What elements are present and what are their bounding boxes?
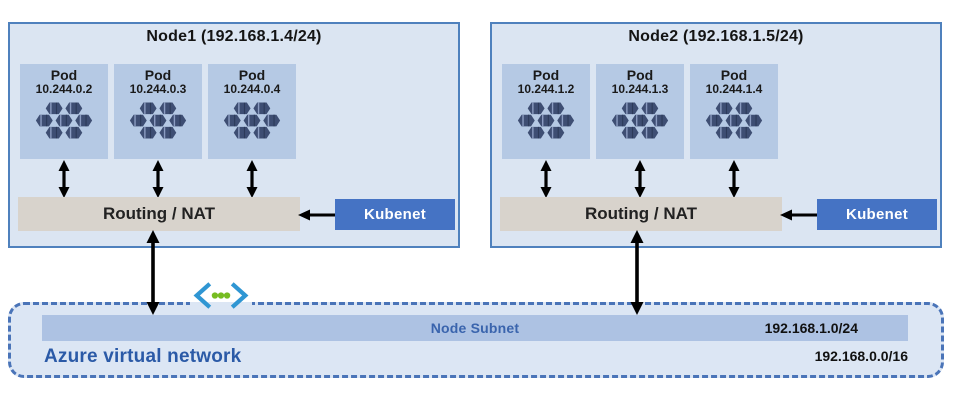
- pod-label: Pod: [144, 67, 172, 83]
- virtual-network-icon: [190, 280, 252, 311]
- pod-hexagon-cluster-icon: [34, 98, 94, 143]
- pod-box: Pod 10.244.1.4: [690, 64, 778, 159]
- azure-vnet-cidr: 192.168.0.0/16: [814, 348, 908, 364]
- node1-box: Node1 (192.168.1.4/24) Pod 10.244.0.2 Po…: [8, 22, 460, 248]
- pod-hexagon-cluster-icon: [704, 98, 764, 143]
- routing-nat-bar: Routing / NAT: [500, 197, 782, 231]
- pod-box: Pod 10.244.0.2: [20, 64, 108, 159]
- node2-subnet-double-arrow: [629, 230, 645, 315]
- node1-subnet-double-arrow: [145, 230, 161, 315]
- pod-ip: 10.244.0.2: [35, 82, 93, 96]
- pod-routing-double-arrow: [57, 160, 71, 198]
- pod-ip: 10.244.1.3: [611, 82, 669, 96]
- kubenet-box: Kubenet: [335, 199, 455, 230]
- pod-label: Pod: [50, 67, 78, 83]
- kubenet-box: Kubenet: [817, 199, 937, 230]
- kubenet-arrow: [298, 209, 336, 221]
- pod-ip: 10.244.0.4: [223, 82, 281, 96]
- pod-box: Pod 10.244.0.3: [114, 64, 202, 159]
- azure-vnet-label: Azure virtual network: [44, 346, 242, 367]
- pod-hexagon-cluster-icon: [222, 98, 282, 143]
- pod-hexagon-cluster-icon: [610, 98, 670, 143]
- pod-label: Pod: [238, 67, 266, 83]
- pod-label: Pod: [720, 67, 748, 83]
- pod-routing-double-arrow: [245, 160, 259, 198]
- node1-title: Node1 (192.168.1.4/24): [146, 28, 322, 45]
- pod-routing-double-arrow: [727, 160, 741, 198]
- pod-routing-double-arrow: [539, 160, 553, 198]
- node2-box: Node2 (192.168.1.5/24) Pod 10.244.1.2 Po…: [490, 22, 942, 248]
- pod-box: Pod 10.244.1.2: [502, 64, 590, 159]
- pod-ip: 10.244.1.2: [517, 82, 575, 96]
- kubenet-arrow: [780, 209, 818, 221]
- routing-nat-bar: Routing / NAT: [18, 197, 300, 231]
- pod-box: Pod 10.244.1.3: [596, 64, 684, 159]
- pod-routing-double-arrow: [151, 160, 165, 198]
- pod-hexagon-cluster-icon: [516, 98, 576, 143]
- pod-label: Pod: [532, 67, 560, 83]
- pod-ip: 10.244.1.4: [705, 82, 763, 96]
- pod-hexagon-cluster-icon: [128, 98, 188, 143]
- node-subnet-bar: Node Subnet 192.168.1.0/24: [42, 315, 908, 341]
- pod-box: Pod 10.244.0.4: [208, 64, 296, 159]
- pod-label: Pod: [626, 67, 654, 83]
- node-subnet-label: Node Subnet: [430, 320, 520, 336]
- node2-title: Node2 (192.168.1.5/24): [628, 28, 804, 45]
- pod-ip: 10.244.0.3: [129, 82, 187, 96]
- node-subnet-cidr: 192.168.1.0/24: [764, 320, 858, 336]
- pod-routing-double-arrow: [633, 160, 647, 198]
